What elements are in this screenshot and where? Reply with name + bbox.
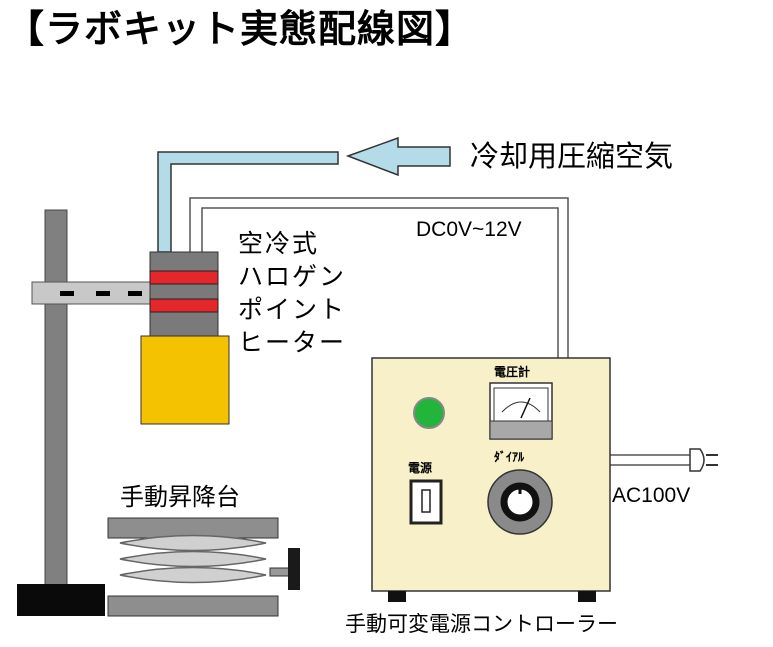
power-led: [413, 397, 445, 429]
controller-label: 手動可変電源コントローラー: [345, 612, 618, 636]
heater-label-line: ハロゲン: [238, 262, 347, 291]
heater-label-line: ポイント: [238, 295, 347, 324]
voltmeter-scale: [501, 401, 541, 413]
voltmeter-needle: [520, 397, 531, 419]
heater-base: [140, 335, 230, 425]
page-title: 【ラボキット実態配線図】: [6, 7, 475, 51]
clamp-slot: [96, 291, 110, 296]
voltage-range-label: DC0V~12V: [416, 218, 522, 241]
lab-jack-label: 手動昇降台: [120, 483, 240, 511]
jack-screw: [269, 567, 291, 577]
plug-icon: [689, 448, 705, 472]
jack-bottom-plate: [107, 595, 279, 617]
dial-label: ﾀﾞｲｱﾙ: [494, 450, 525, 464]
clamp-slot: [60, 291, 74, 296]
stand-pole: [44, 209, 68, 589]
voltmeter-face: [493, 387, 549, 422]
clamp-slot: [128, 291, 142, 296]
voltmeter-label: 電圧計: [494, 365, 531, 379]
air-arrow-icon: [345, 136, 451, 177]
heater-body: [149, 251, 219, 337]
power-switch-toggle: [421, 489, 431, 513]
heater-label-line: 空冷式: [238, 229, 320, 258]
jack-knob: [288, 548, 300, 590]
ac-input-label: AC100V: [612, 484, 691, 507]
heater-band: [149, 298, 219, 313]
coolant-air-label: 冷却用圧縮空気: [470, 139, 674, 173]
voltmeter-base: [489, 420, 553, 440]
heater-label-line: ヒーター: [238, 328, 347, 357]
controller-foot: [388, 591, 406, 602]
stand-base: [17, 584, 105, 616]
jack-spring: [119, 534, 267, 584]
controller-foot: [578, 591, 596, 602]
power-switch[interactable]: [409, 479, 443, 525]
dc-wire: [189, 197, 569, 360]
power-switch-label: 電源: [408, 461, 433, 475]
dc-wire: [201, 207, 559, 360]
heater-band: [149, 270, 219, 285]
